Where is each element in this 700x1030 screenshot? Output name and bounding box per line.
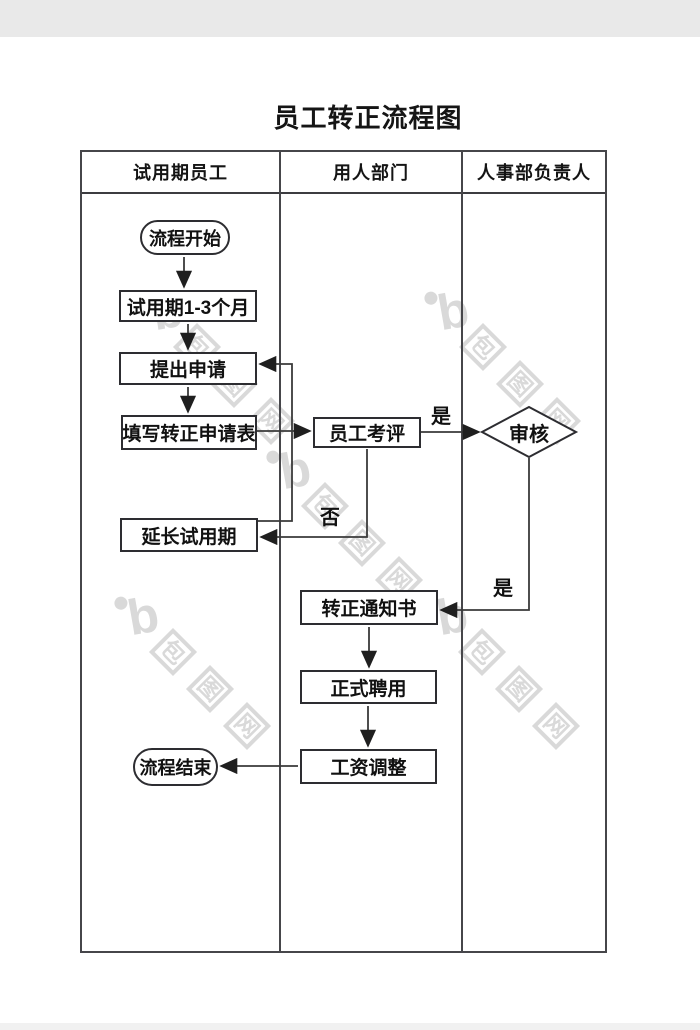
node-submit-application: 提出申请 [119, 352, 257, 385]
node-employee-evaluation: 员工考评 [313, 417, 421, 448]
node-salary-adjustment: 工资调整 [300, 749, 437, 784]
node-probation-period: 试用期1-3个月 [119, 290, 257, 322]
lane-header-hr-manager: 人事部负责人 [477, 163, 591, 183]
edge-review-notice-yes [439, 458, 530, 619]
decision-diamond-shape [479, 405, 579, 459]
node-fill-application-form: 填写转正申请表 [121, 415, 257, 450]
node-process-start: 流程开始 [140, 220, 230, 255]
edge-label-no: 否 [320, 507, 340, 529]
node-process-end: 流程结束 [133, 748, 218, 786]
node-formal-employment: 正式聘用 [300, 670, 437, 704]
node-review-decision: 审核 [509, 423, 549, 446]
edge-label-yes-review: 是 [431, 406, 451, 428]
page-title: 员工转正流程图 [273, 103, 463, 133]
lane-divider-2 [461, 152, 463, 951]
lane-divider-1 [279, 152, 281, 951]
edge-extend-apply-loop [258, 355, 293, 522]
bottom-margin-band [0, 1023, 700, 1030]
lane-header-row: 试用期员工 用人部门 人事部负责人 [82, 152, 605, 194]
top-margin-band [0, 0, 700, 37]
node-extend-probation: 延长试用期 [120, 518, 258, 552]
node-regularization-notice: 转正通知书 [300, 590, 438, 625]
lane-header-employing-department: 用人部门 [333, 163, 409, 183]
edge-label-yes-notice: 是 [493, 578, 513, 600]
swimlane-table: 试用期员工 用人部门 人事部负责人 [80, 150, 607, 953]
edge-evaluate-extend-no [259, 449, 368, 546]
lane-header-probation-employee: 试用期员工 [133, 163, 228, 183]
